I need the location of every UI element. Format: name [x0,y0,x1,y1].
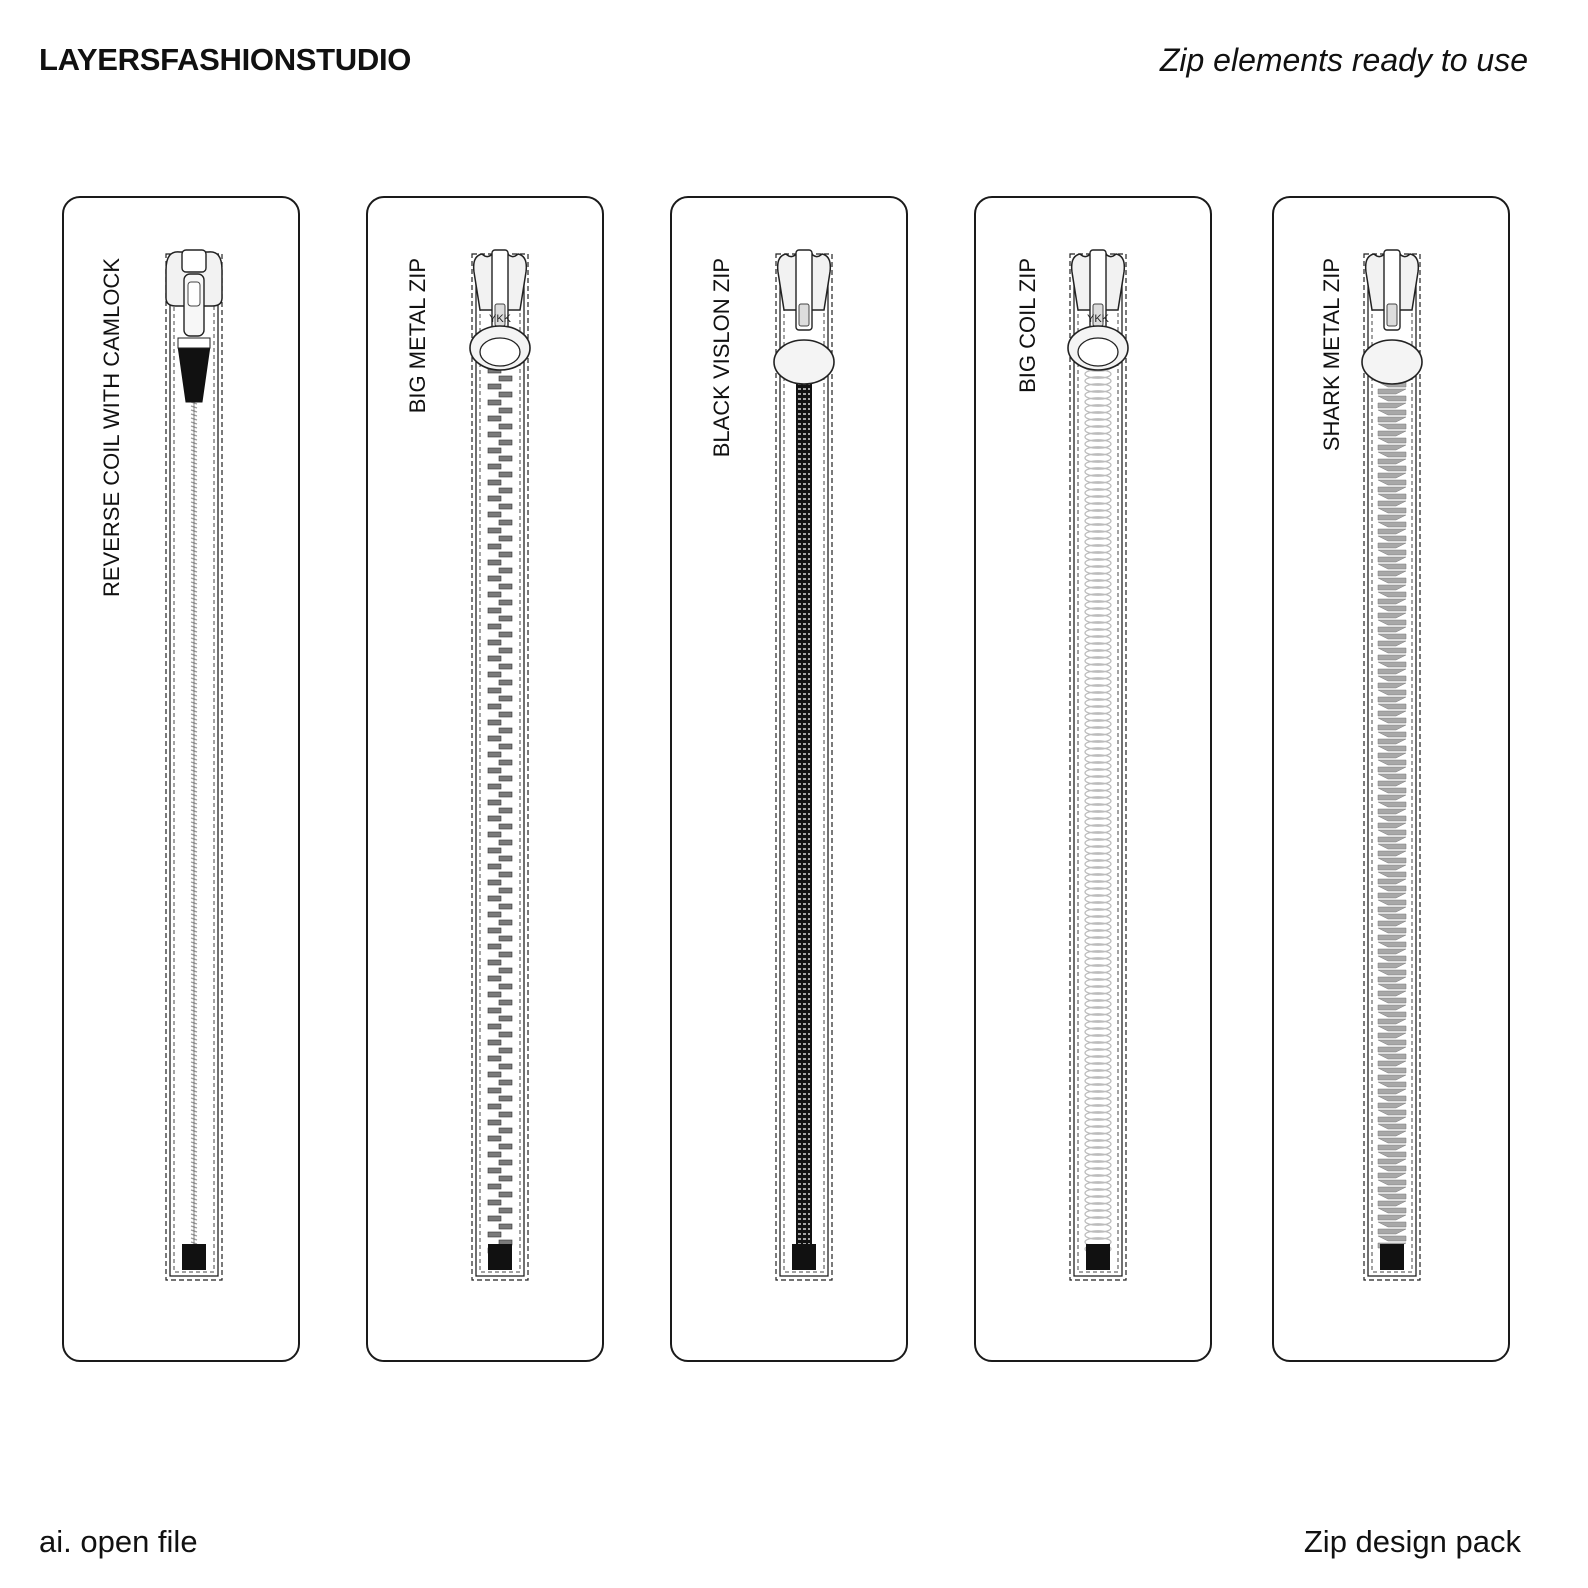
zip-card-shark-metal[interactable]: SHARK METAL ZIP [1272,196,1510,1362]
brand-title: LAYERSFASHIONSTUDIO [39,42,412,77]
brand-mark: YKK [489,313,512,325]
bottom-stop [1086,1244,1110,1270]
bottom-stop [792,1244,816,1270]
zip-illustration-black-vislon [773,249,835,1281]
zip-teeth [190,401,198,1250]
zip-slider [1361,249,1423,385]
zip-label: BIG COIL ZIP [1015,258,1040,393]
zip-label: REVERSE COIL WITH CAMLOCK [99,258,124,598]
zip-illustration-reverse-coil [165,249,223,1281]
zip-teeth [487,335,513,1254]
zip-card-reverse-coil[interactable]: REVERSE COIL WITH CAMLOCK [62,196,300,1362]
tagline: Zip elements ready to use [1159,42,1528,78]
pull-tab [1361,339,1423,385]
zip-card-big-metal[interactable]: BIG METAL ZIP YKK [366,196,604,1362]
bottom-stop [182,1244,206,1270]
zip-card-big-coil[interactable]: BIG COIL ZIP YKK [974,196,1212,1362]
brand-mark: YKK [1087,313,1110,325]
pack-name: Zip design pack [1303,1524,1521,1559]
bottom-stop [1380,1244,1404,1270]
zip-tape [1073,257,1123,1277]
zip-slider [165,249,223,403]
zip-label: SHARK METAL ZIP [1319,258,1344,452]
zip-teeth [796,382,812,1250]
pull-tab [773,339,835,385]
zip-card-black-vislon[interactable]: BLACK VISLON ZIP [670,196,908,1362]
zip-illustration-big-coil: YKK [1067,249,1129,1281]
zip-teeth [1377,381,1407,1249]
zip-slider [773,249,835,385]
zip-label: BIG METAL ZIP [405,258,430,414]
zip-slider [1067,249,1129,371]
zip-illustration-shark-metal [1361,249,1423,1281]
file-format-note: ai. open file [39,1524,198,1559]
bottom-stop [488,1244,512,1270]
zip-slider [469,249,531,371]
zip-label: BLACK VISLON ZIP [709,258,734,458]
zip-illustration-big-metal: YKK [469,249,531,1281]
zip-teeth [1084,355,1112,1254]
